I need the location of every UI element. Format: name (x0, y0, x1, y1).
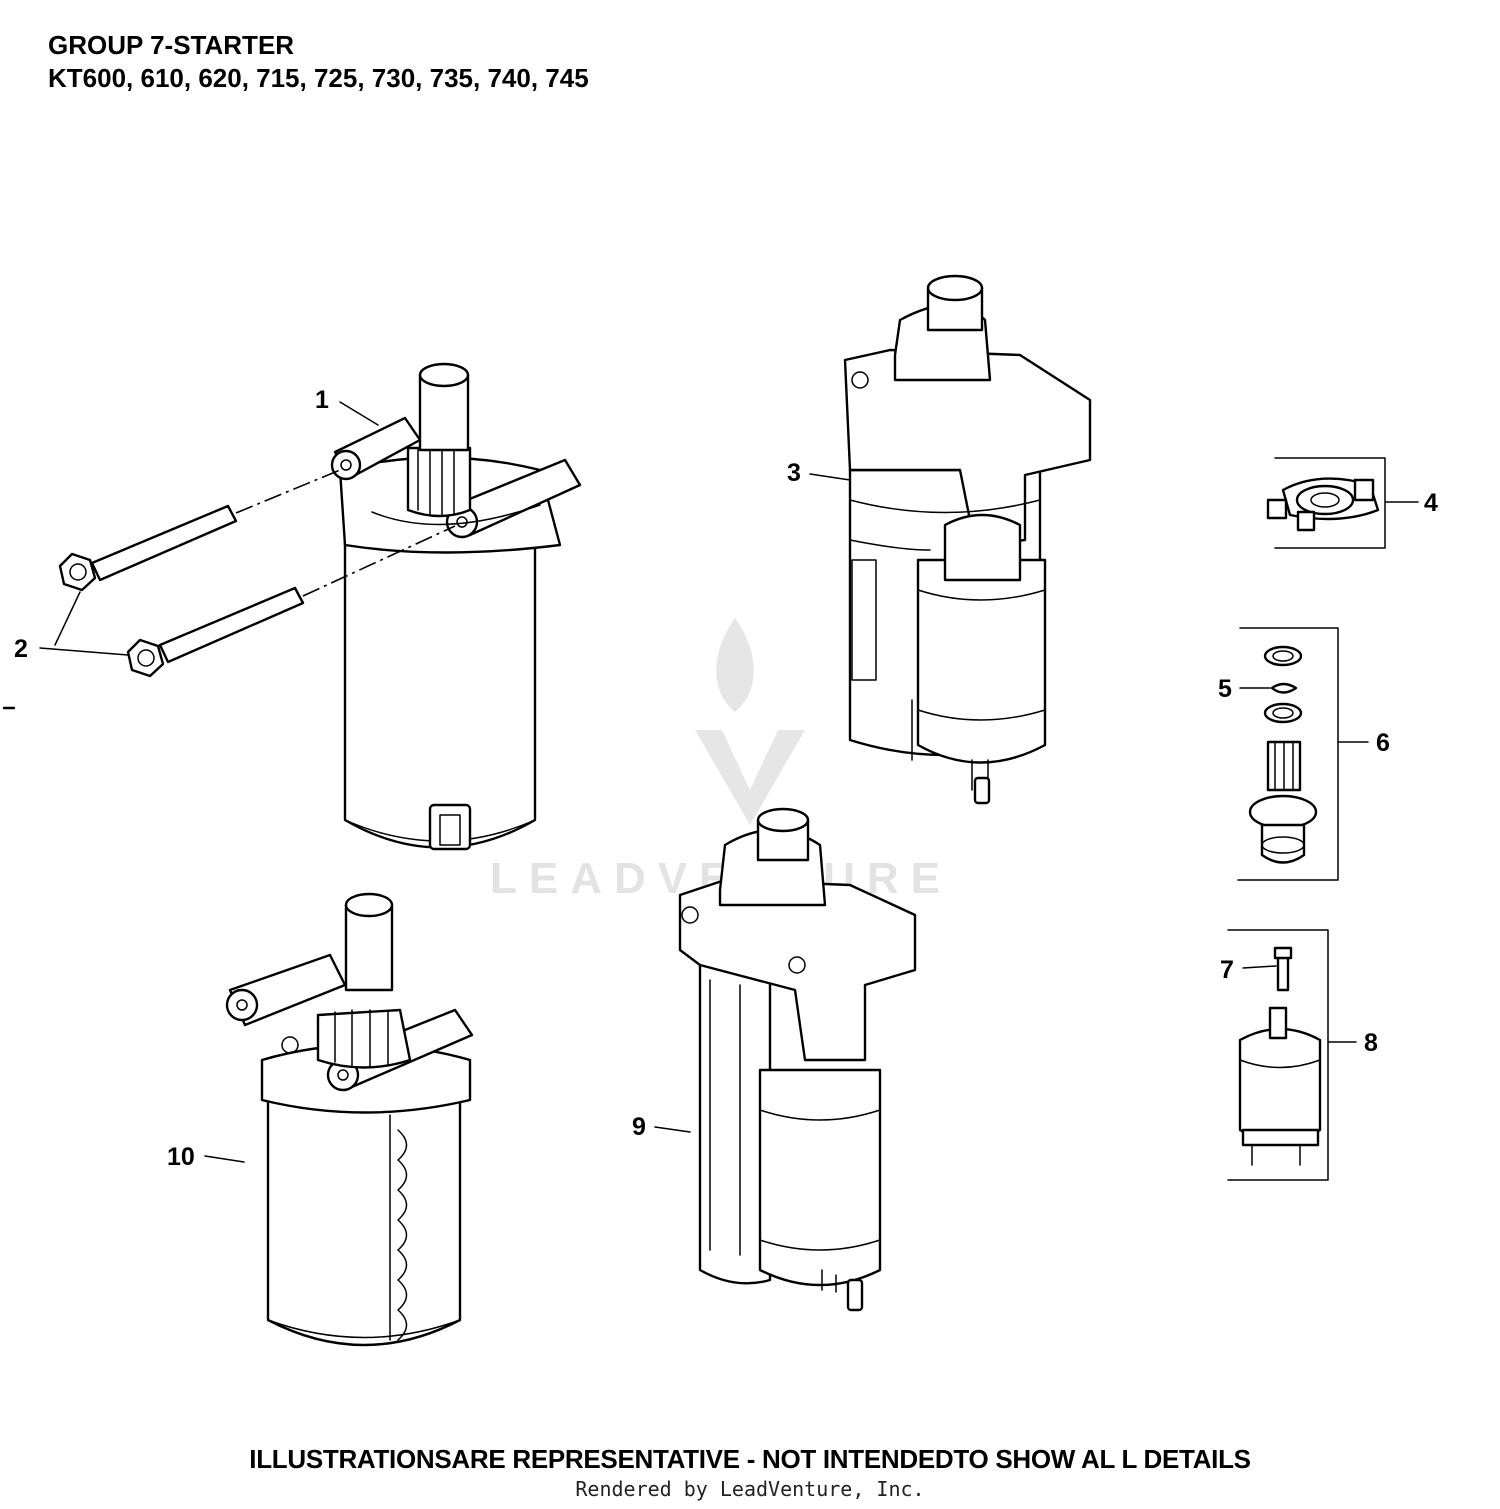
callout-8: 8 (1364, 1029, 1378, 1057)
illustration-disclaimer: ILLUSTRATIONSARE REPRESENTATIVE - NOT IN… (249, 1444, 1251, 1474)
flame-icon (716, 618, 754, 712)
part-10-starter (225, 892, 474, 1347)
part-6-drive-assembly (1237, 627, 1339, 881)
part-8-solenoid-assembly (1227, 929, 1329, 1181)
part-9-starter-solenoid (678, 807, 917, 1312)
callout-9: 9 (632, 1113, 646, 1141)
callout-3: 3 (787, 459, 801, 487)
part-5-retaining-clip (1270, 682, 1298, 694)
callout-10: 10 (167, 1143, 195, 1171)
callout-5: 5 (1218, 675, 1232, 703)
part-1-starter (330, 362, 582, 851)
callout-2: 2 (14, 635, 28, 663)
diagram-title: GROUP 7-STARTER (48, 30, 295, 60)
part-2-bolts (58, 469, 456, 678)
model-list: KT600, 610, 620, 715, 725, 730, 735, 740… (48, 63, 589, 93)
callout-7: 7 (1220, 956, 1234, 984)
leader-lines (39, 401, 1419, 1163)
part-3-starter-solenoid (843, 274, 1092, 805)
part-4-brush-holder (1266, 457, 1386, 549)
v-logo-icon (695, 730, 805, 825)
callout-4: 4 (1424, 489, 1438, 517)
callout-6: 6 (1376, 729, 1390, 757)
callout-1: 1 (315, 386, 329, 414)
rendered-by-credit: Rendered by LeadVenture, Inc. (575, 1477, 925, 1501)
part-5-ring (1263, 645, 1303, 667)
